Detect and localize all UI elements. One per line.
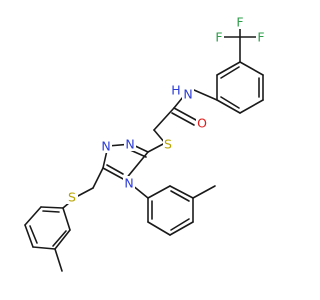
fluorine-atom: F	[257, 30, 264, 45]
bond	[169, 221, 194, 236]
sulfur-atom: S	[164, 137, 172, 152]
bond	[52, 230, 67, 247]
bond	[42, 210, 60, 213]
sulfur-atom: S	[68, 190, 76, 205]
bond-lines	[24, 24, 264, 272]
bond	[169, 185, 194, 199]
bond	[124, 151, 149, 181]
molecule-canvas: F F F N H O S N N N S	[24, 15, 266, 272]
bond	[32, 246, 56, 250]
bond	[193, 89, 218, 101]
bond	[75, 187, 94, 198]
bond	[147, 142, 166, 153]
bond	[153, 107, 175, 131]
bond	[147, 185, 171, 199]
bond	[171, 112, 195, 126]
nitrogen-atom: N	[125, 137, 134, 152]
bond	[192, 185, 216, 199]
bond	[216, 99, 241, 114]
bond	[170, 218, 190, 231]
nitrogen-atom: N	[124, 176, 133, 191]
fluorine-atom: F	[236, 15, 243, 30]
fluorine-atom: F	[215, 30, 222, 45]
bond	[102, 167, 126, 181]
bond	[24, 224, 34, 248]
bond	[54, 229, 71, 250]
bond	[170, 190, 190, 202]
bond	[54, 248, 63, 272]
bond	[62, 207, 71, 231]
atom-labels: F F F N H O S N N N S	[66, 15, 266, 205]
bond	[239, 99, 264, 114]
bond	[216, 61, 241, 76]
oxygen-atom: O	[197, 116, 207, 131]
bond	[106, 164, 124, 175]
bond	[239, 61, 264, 76]
nitrogen-atom: N	[101, 139, 110, 154]
bond	[24, 206, 42, 226]
bond	[40, 206, 64, 209]
bond	[92, 167, 104, 189]
bond	[220, 96, 240, 109]
nitrogen-atom: N	[183, 87, 192, 102]
bond	[29, 225, 38, 244]
bond	[173, 96, 184, 109]
bond	[173, 107, 197, 121]
hydrogen-atom: H	[171, 83, 180, 98]
bond	[147, 221, 171, 236]
molecule-structure: F F F N H O S N N N S	[24, 15, 266, 272]
bond	[220, 66, 240, 79]
